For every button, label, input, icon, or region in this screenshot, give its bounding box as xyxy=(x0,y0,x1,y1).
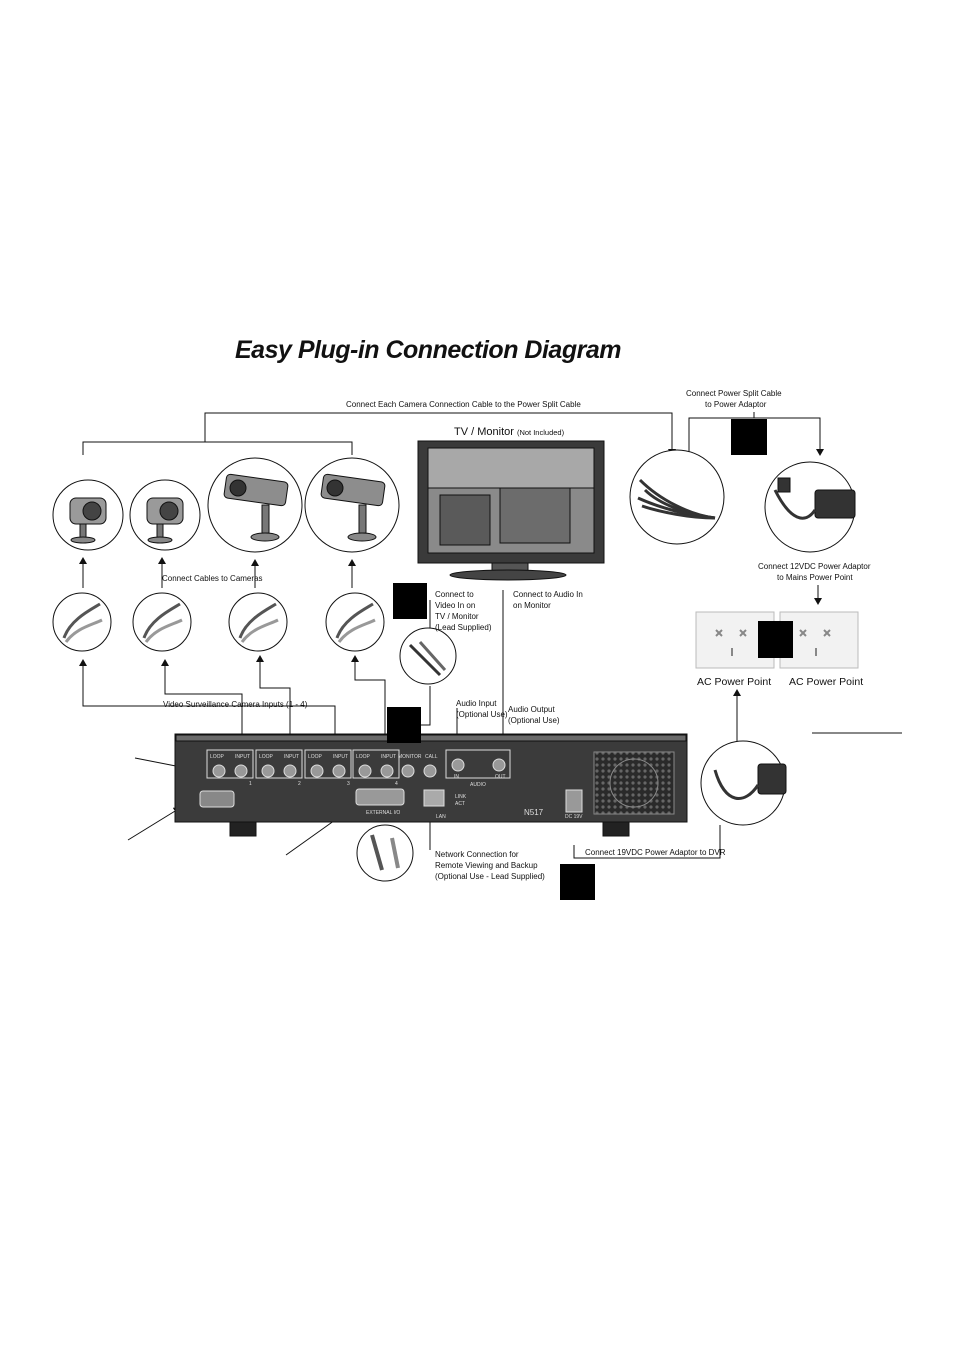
label-video-in-3: TV / Monitor xyxy=(435,612,479,621)
camera-cable-2 xyxy=(132,592,192,652)
label-audio-output-1: Audio Output xyxy=(508,705,555,714)
label-cables-to-cameras: Connect Cables to Cameras xyxy=(162,574,263,583)
dvr-loop-4: LOOP xyxy=(356,754,370,760)
label-audio-input-2: (Optional Use) xyxy=(456,710,508,719)
dvr-audio: AUDIO xyxy=(470,782,486,788)
dvr-loop-2: LOOP xyxy=(259,754,273,760)
label-camera-to-split: Connect Each Camera Connection Cable to … xyxy=(346,400,581,409)
dvr-loop-1: LOOP xyxy=(210,754,224,760)
tv-monitor xyxy=(417,440,605,581)
dvr-input-4: INPUT xyxy=(381,754,396,760)
label-ac-point-1: AC Power Point xyxy=(697,676,772,688)
step-box-2 xyxy=(393,583,427,619)
dvr-input-3: INPUT xyxy=(333,754,348,760)
dvr-audio-in: IN xyxy=(454,774,459,780)
diagram-title: Easy Plug-in Connection Diagram xyxy=(235,336,621,364)
dvr-call: CALL xyxy=(425,754,438,760)
dvr-act: ACT xyxy=(455,801,465,807)
dvr-unit xyxy=(174,733,688,837)
label-audio-in-2: on Monitor xyxy=(513,601,551,610)
video-lead xyxy=(399,627,457,685)
cable-to-camera-arrows xyxy=(79,557,356,588)
camera-bracket xyxy=(82,412,824,456)
power-adaptor-12v xyxy=(764,461,856,553)
step-box-3 xyxy=(758,621,793,658)
dvr-input-2: INPUT xyxy=(284,754,299,760)
camera-3 xyxy=(207,457,303,553)
camera-2 xyxy=(129,479,201,551)
label-video-in-1: Connect to xyxy=(435,590,474,599)
label-network-1: Network Connection for xyxy=(435,850,519,859)
label-video-in-4: (Lead Supplied) xyxy=(435,623,492,632)
dvr-lan: LAN xyxy=(436,814,446,820)
label-network-3: (Optional Use - Lead Supplied) xyxy=(435,872,545,881)
label-ac-point-2: AC Power Point xyxy=(789,676,864,688)
step-box-5 xyxy=(560,864,595,900)
label-adaptor-mains-2: to Mains Power Point xyxy=(777,573,853,582)
label-adaptor-mains-1: Connect 12VDC Power Adaptor xyxy=(758,562,871,571)
label-audio-input-1: Audio Input xyxy=(456,699,497,708)
dvr-monitor: MONITOR xyxy=(398,754,422,760)
label-split-to-adaptor-1: Connect Power Split Cable xyxy=(686,389,782,398)
label-tv-monitor: TV / Monitor (Not Included) xyxy=(454,426,565,438)
step-box-1 xyxy=(731,419,767,455)
ac-power-point-2 xyxy=(779,611,859,669)
camera-cable-4 xyxy=(325,592,385,652)
label-audio-in-1: Connect to Audio In xyxy=(513,590,583,599)
dvr-link: LINK xyxy=(455,794,467,800)
dvr-external-io: EXTERNAL I/O xyxy=(366,810,401,816)
label-video-in-2: Video In on xyxy=(435,601,476,610)
dvr-audio-out: OUT xyxy=(495,774,506,780)
dvr-loop-3: LOOP xyxy=(308,754,322,760)
label-network-2: Remote Viewing and Backup xyxy=(435,861,538,870)
label-split-to-adaptor-2: to Power Adaptor xyxy=(705,400,767,409)
label-camera-inputs: Video Surveillance Camera Inputs (1 - 4) xyxy=(163,700,308,709)
step-box-4 xyxy=(387,707,421,743)
dvr-ch-3: 3 xyxy=(347,781,350,787)
dvr-input-1: INPUT xyxy=(235,754,250,760)
dvr-ch-1: 1 xyxy=(249,781,252,787)
network-cable xyxy=(356,824,414,882)
label-audio-output-2: (Optional Use) xyxy=(508,716,560,725)
label-dvr-power: Connect 19VDC Power Adaptor to DVR xyxy=(585,848,726,857)
power-split-cable xyxy=(629,449,725,545)
dvr-model: N517 xyxy=(524,808,544,817)
camera-4 xyxy=(304,457,400,553)
dvr-ch-4: 4 xyxy=(395,781,398,787)
power-adaptor-19v xyxy=(700,740,787,826)
camera-1 xyxy=(52,479,124,551)
dvr-ch-2: 2 xyxy=(298,781,301,787)
dvr-dc: DC 19V xyxy=(565,814,583,820)
camera-cable-3 xyxy=(228,592,288,652)
camera-cable-1 xyxy=(52,592,112,652)
